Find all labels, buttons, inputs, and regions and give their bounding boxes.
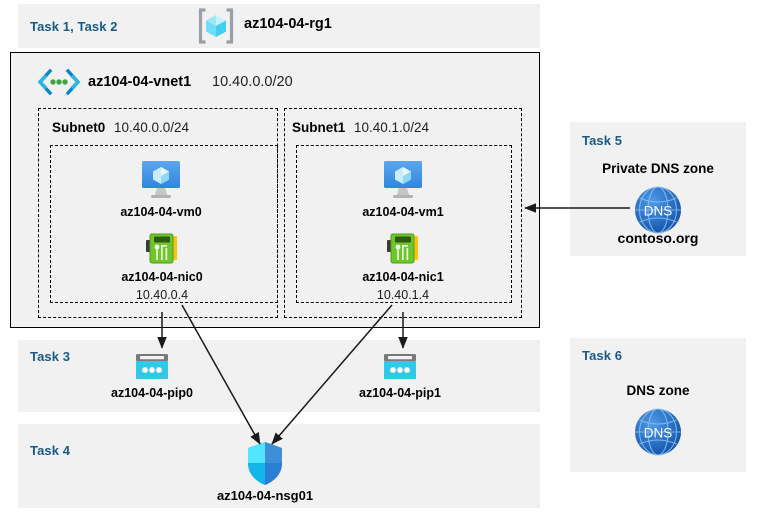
resource-group-name: az104-04-rg1: [244, 16, 332, 32]
private-dns-zone-title: Private DNS zone: [602, 161, 714, 176]
network-security-group-shield-icon: [245, 441, 285, 486]
task1-task2-panel: [18, 4, 540, 48]
public-ip-address-icon: [133, 352, 171, 382]
task3-panel: [18, 340, 540, 412]
vnet-container: [10, 52, 540, 328]
dns-globe-icon: DNS: [632, 184, 684, 236]
pip1-name: az104-04-pip1: [359, 386, 441, 400]
subnet0-cidr: 10.40.0.0/24: [114, 120, 190, 135]
nic1-name: az104-04-nic1: [362, 270, 444, 284]
task5-label: Task 5: [582, 133, 623, 148]
network-interface-icon: [145, 232, 179, 266]
svg-text:DNS: DNS: [644, 204, 673, 219]
task3-label: Task 3: [30, 349, 71, 364]
dns-globe-icon: DNS: [632, 406, 684, 458]
vnet-address-space: 10.40.0.0/20: [212, 74, 293, 90]
task4-label: Task 4: [30, 443, 71, 458]
subnet0-resources-box: [50, 145, 278, 303]
resource-group-cube-icon: [196, 6, 236, 46]
virtual-network-icon: [36, 68, 82, 96]
vnet-name: az104-04-vnet1: [88, 74, 192, 90]
subnet1-cidr: 10.40.1.0/24: [354, 120, 430, 135]
subnet0-name: Subnet0: [52, 120, 106, 135]
subnet1-resources-box: [296, 145, 512, 303]
svg-text:DNS: DNS: [644, 426, 673, 441]
network-interface-icon: [386, 232, 420, 266]
virtual-machine-icon: [380, 158, 426, 200]
vm0-name: az104-04-vm0: [120, 205, 202, 219]
nic0-name: az104-04-nic0: [121, 270, 203, 284]
task1-task2-label: Task 1, Task 2: [30, 19, 118, 34]
nsg-name: az104-04-nsg01: [216, 488, 314, 503]
public-ip-address-icon: [381, 352, 419, 382]
subnet1-name: Subnet1: [292, 120, 346, 135]
vm1-name: az104-04-vm1: [362, 205, 444, 219]
dns-zone-title: DNS zone: [626, 383, 690, 398]
nic1-ip: 10.40.1.4: [376, 288, 430, 302]
task6-label: Task 6: [582, 348, 623, 363]
pip0-name: az104-04-pip0: [111, 386, 193, 400]
nic0-ip: 10.40.0.4: [135, 288, 189, 302]
virtual-machine-icon: [138, 158, 184, 200]
private-dns-zone-name: contoso.org: [617, 230, 699, 246]
